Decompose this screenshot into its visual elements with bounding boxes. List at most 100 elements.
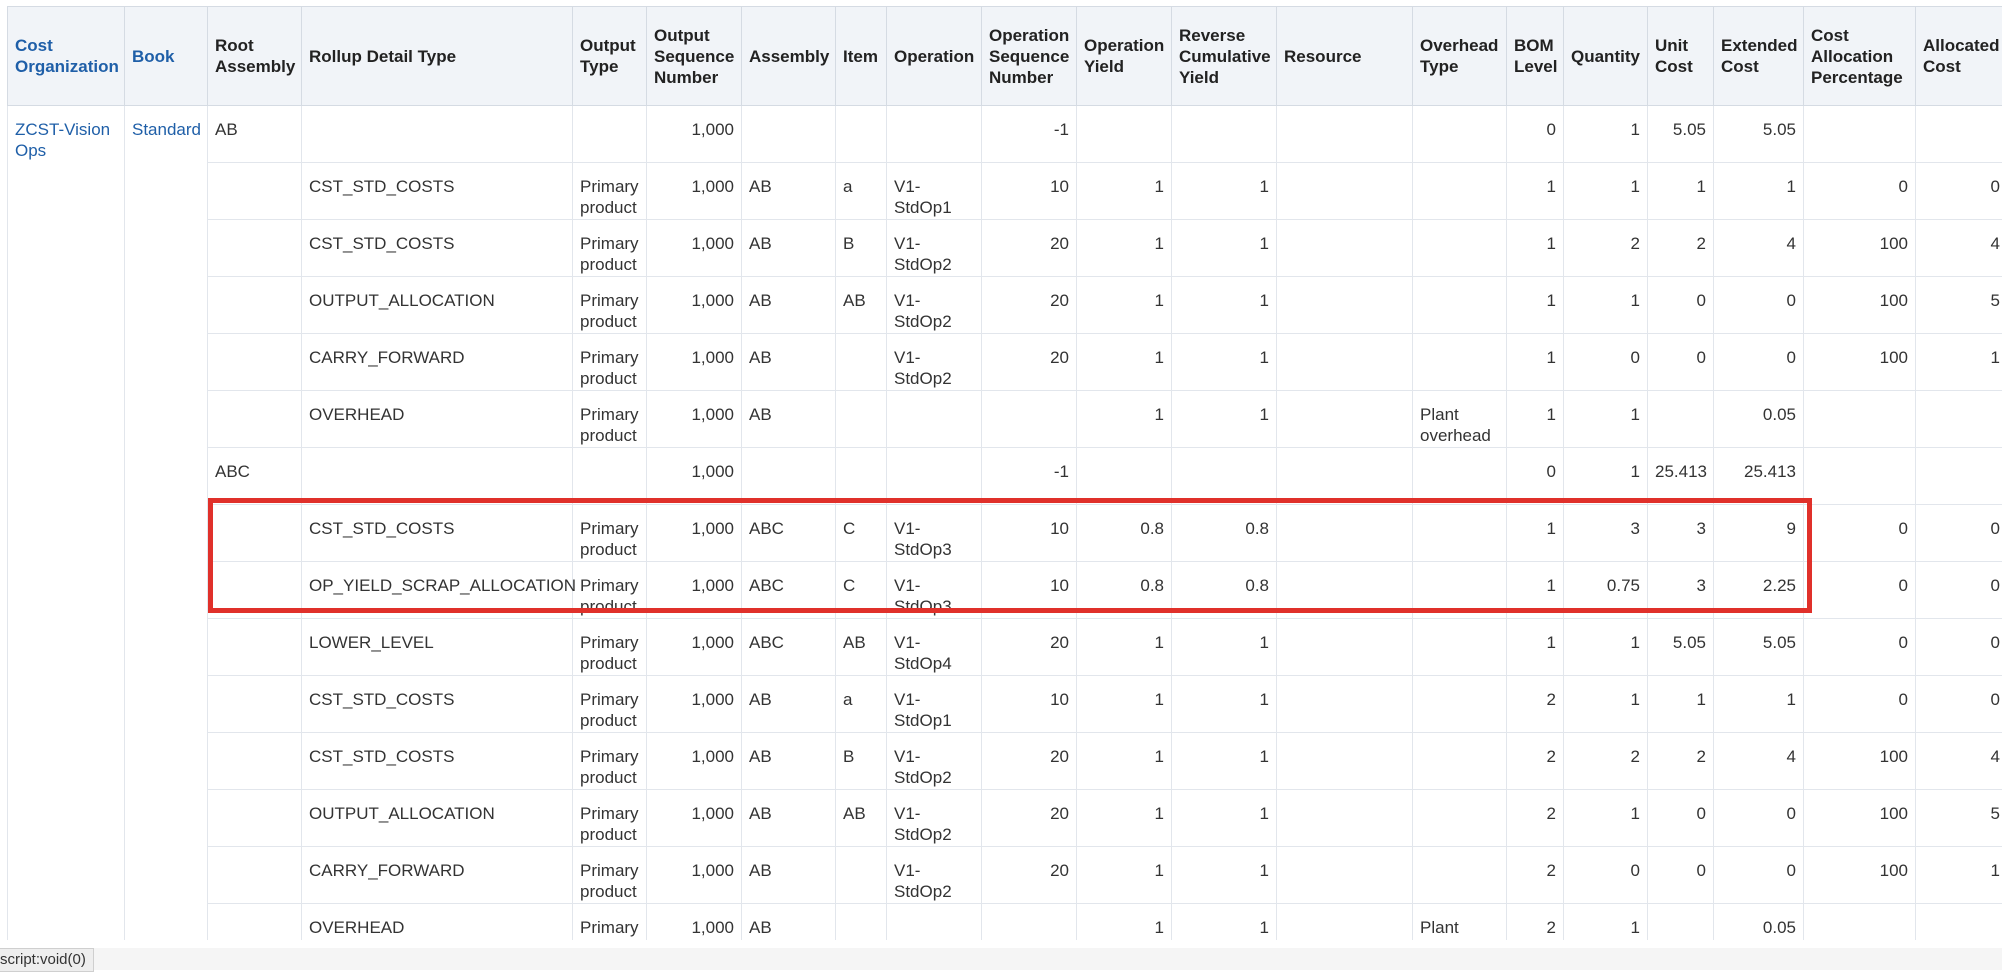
cell-bom: 2 (1507, 790, 1564, 847)
cell-operation (887, 904, 982, 941)
cell-qty: 1 (1564, 904, 1648, 941)
cell-bom: 0 (1507, 448, 1564, 505)
cell-op-seq (982, 904, 1077, 941)
cell-alloc-cost: 5 (1916, 790, 2002, 847)
cell-root: ABC (208, 448, 302, 505)
cell-rev-yield (1172, 448, 1277, 505)
cell-root (208, 676, 302, 733)
cell-alloc-pct (1804, 106, 1916, 163)
cell-ext: 4 (1714, 220, 1804, 277)
cell-alloc-cost: 0 (1916, 619, 2002, 676)
cell-out-seq: 1,000 (647, 391, 742, 448)
column-header-cost-organization[interactable]: Cost Organization (8, 7, 125, 106)
cell-resource (1277, 790, 1413, 847)
cell-item (836, 334, 887, 391)
column-header-book[interactable]: Book (125, 7, 208, 106)
cell-root (208, 619, 302, 676)
cell-root (208, 220, 302, 277)
cell-detail: CST_STD_COSTS (302, 676, 573, 733)
column-header-item: Item (836, 7, 887, 106)
cell-op-seq: 20 (982, 847, 1077, 904)
cell-assembly: ABC (742, 505, 836, 562)
cell-bom: 1 (1507, 619, 1564, 676)
cell-bom: 1 (1507, 163, 1564, 220)
cell-operation: V1-StdOp4 (887, 619, 982, 676)
cell-out-seq: 1,000 (647, 904, 742, 941)
cell-operation (887, 106, 982, 163)
cell-op-yield: 1 (1077, 391, 1172, 448)
cell-bom: 0 (1507, 106, 1564, 163)
cell-op-seq: 20 (982, 790, 1077, 847)
column-header-reverse-cumulative-yield: Reverse Cumulative Yield (1172, 7, 1277, 106)
cell-output-type: Primary product (573, 676, 647, 733)
cell-qty: 1 (1564, 790, 1648, 847)
cell-output-type: Primary product (573, 220, 647, 277)
cell-qty: 1 (1564, 277, 1648, 334)
cell-alloc-pct (1804, 391, 1916, 448)
cell-bom: 2 (1507, 847, 1564, 904)
cell-op-yield: 1 (1077, 619, 1172, 676)
cell-rev-yield: 1 (1172, 733, 1277, 790)
cell-out-seq: 1,000 (647, 676, 742, 733)
cell-detail (302, 106, 573, 163)
column-header-cost-allocation-percentage: Cost Allocation Percentage (1804, 7, 1916, 106)
cell-operation: V1-StdOp2 (887, 790, 982, 847)
cell-resource (1277, 220, 1413, 277)
cell-alloc-pct: 100 (1804, 733, 1916, 790)
cell-resource (1277, 505, 1413, 562)
cell-overhead (1413, 220, 1507, 277)
cell-overhead (1413, 847, 1507, 904)
cell-item: C (836, 505, 887, 562)
cell-rev-yield: 1 (1172, 619, 1277, 676)
cell-root (208, 334, 302, 391)
cell-unit: 0 (1648, 790, 1714, 847)
column-header-quantity: Quantity (1564, 7, 1648, 106)
cell-out-seq: 1,000 (647, 334, 742, 391)
cell-resource (1277, 619, 1413, 676)
cell-ext: 1 (1714, 676, 1804, 733)
cell-ext: 4 (1714, 733, 1804, 790)
cell-op-seq: 10 (982, 163, 1077, 220)
cell-assembly: AB (742, 220, 836, 277)
cell-overhead (1413, 619, 1507, 676)
cell-assembly: AB (742, 676, 836, 733)
cell-alloc-cost: 0 (1916, 676, 2002, 733)
cell-overhead (1413, 676, 1507, 733)
cell-qty: 1 (1564, 163, 1648, 220)
book-link[interactable]: Standard (125, 106, 208, 941)
cell-unit: 2 (1648, 220, 1714, 277)
cell-ext: 0 (1714, 847, 1804, 904)
cell-output-type: Primary product (573, 619, 647, 676)
cell-rev-yield: 1 (1172, 220, 1277, 277)
cell-overhead (1413, 163, 1507, 220)
cell-assembly: AB (742, 733, 836, 790)
cell-unit: 5.05 (1648, 619, 1714, 676)
cell-op-seq: 20 (982, 220, 1077, 277)
cell-ext: 5.05 (1714, 619, 1804, 676)
cell-root (208, 562, 302, 619)
cell-assembly: AB (742, 847, 836, 904)
cell-overhead (1413, 790, 1507, 847)
cell-qty: 1 (1564, 619, 1648, 676)
cell-output-type: Primary product (573, 847, 647, 904)
cell-alloc-cost: 5 (1916, 277, 2002, 334)
cell-unit: 5.05 (1648, 106, 1714, 163)
cell-resource (1277, 106, 1413, 163)
cell-rev-yield: 1 (1172, 163, 1277, 220)
cell-op-seq: 10 (982, 676, 1077, 733)
cost-organization-link[interactable]: ZCST-Vision Ops (8, 106, 125, 941)
cell-assembly: AB (742, 163, 836, 220)
cell-out-seq: 1,000 (647, 733, 742, 790)
cell-ext: 0 (1714, 334, 1804, 391)
cell-detail: CST_STD_COSTS (302, 505, 573, 562)
cell-root (208, 904, 302, 941)
cell-bom: 1 (1507, 391, 1564, 448)
column-header-root-assembly: Root Assembly (208, 7, 302, 106)
cell-alloc-pct: 100 (1804, 790, 1916, 847)
cell-resource (1277, 676, 1413, 733)
cell-op-seq (982, 391, 1077, 448)
